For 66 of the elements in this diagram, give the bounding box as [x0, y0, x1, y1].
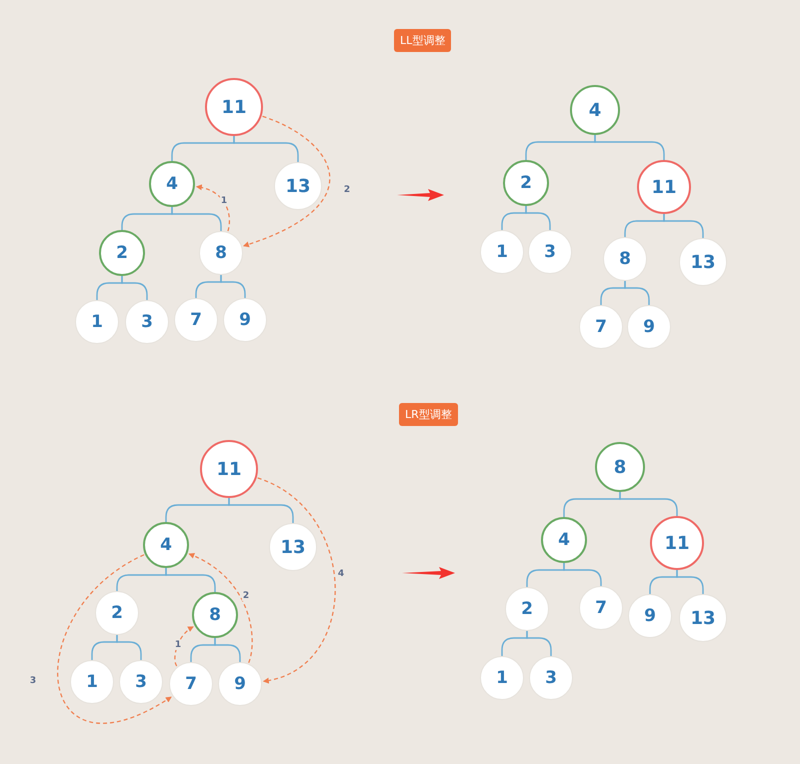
tree-node: 4: [541, 517, 587, 563]
dashed-arrow: [188, 553, 253, 663]
dashed-arrow: [58, 554, 172, 724]
tree-node: 3: [125, 300, 169, 344]
edge-label: 1: [220, 196, 228, 206]
tree-branch: [525, 206, 551, 230]
tree-node: 9: [628, 594, 672, 638]
tree-node: 3: [529, 656, 573, 700]
tree-node: 13: [679, 594, 727, 642]
title-badge: LR型调整: [399, 403, 458, 426]
tree-branch: [116, 635, 142, 660]
tree-branch: [121, 276, 148, 300]
edge-label: 2: [242, 591, 250, 601]
tree-node: 7: [169, 662, 213, 706]
tree-node: 3: [119, 660, 163, 704]
title-badge: LL型调整: [394, 29, 452, 52]
dashed-arrow: [257, 477, 336, 683]
tree-node: 4: [143, 522, 189, 568]
tree-node: 11: [650, 516, 704, 570]
tree-node: 2: [503, 160, 549, 206]
tree-branch: [220, 275, 246, 298]
edge-label: 1: [174, 640, 182, 650]
tree-node: 9: [223, 298, 267, 342]
tree-node: 9: [218, 662, 262, 706]
tree-branch: [619, 492, 678, 516]
tree-node: 8: [192, 592, 238, 638]
tree-node: 1: [70, 660, 114, 704]
tree-node: 13: [274, 162, 322, 210]
tree-node: 1: [75, 300, 119, 344]
tree-branch: [214, 638, 241, 662]
edge-label: 2: [342, 185, 352, 195]
tree-branch: [233, 136, 299, 162]
tree-node: 13: [679, 238, 727, 286]
tree-node: 3: [528, 230, 572, 274]
tree-node: 2: [95, 591, 139, 635]
tree-node: 2: [505, 587, 549, 631]
dashed-arrow: [242, 116, 330, 247]
tree-node: 4: [570, 85, 620, 135]
tree-node: 8: [603, 237, 647, 281]
edge-label: 3: [28, 676, 38, 686]
tree-branch: [563, 563, 602, 586]
dashed-arrow: [196, 184, 230, 232]
tree-node: 4: [149, 161, 195, 207]
tree-branch: [624, 281, 650, 305]
tree-node: 11: [637, 160, 691, 214]
tree-node: 8: [199, 231, 243, 275]
tree-branch: [526, 631, 552, 656]
tree-node: 1: [480, 230, 524, 274]
edge-label: 4: [336, 569, 346, 579]
tree-node: 11: [200, 440, 258, 498]
tree-node: 7: [579, 586, 623, 630]
tree-branch: [663, 214, 704, 238]
tree-node: 2: [99, 230, 145, 276]
tree-node: 13: [269, 523, 317, 571]
tree-branch: [228, 498, 294, 523]
tree-node: 8: [595, 442, 645, 492]
tree-branch: [676, 570, 704, 594]
tree-node: 7: [174, 298, 218, 342]
tree-branch: [165, 568, 216, 592]
tree-node: 11: [205, 78, 263, 136]
tree-node: 7: [579, 305, 623, 349]
tree-branch: [594, 135, 665, 160]
tree-branch: [171, 207, 222, 231]
tree-node: 1: [480, 656, 524, 700]
tree-node: 9: [627, 305, 671, 349]
dashed-arrow: [174, 626, 194, 666]
